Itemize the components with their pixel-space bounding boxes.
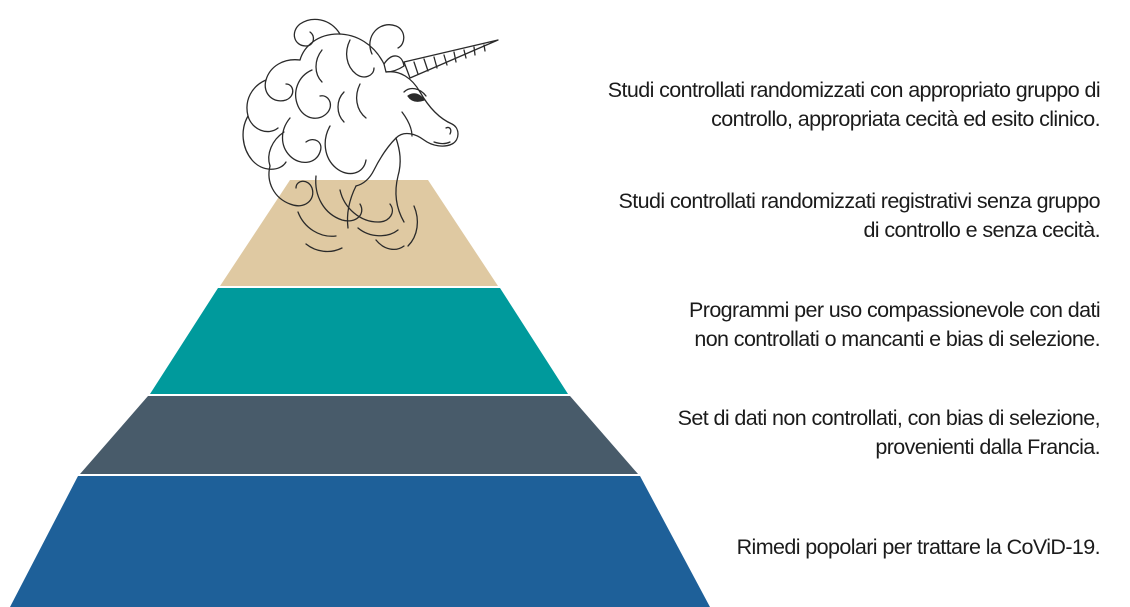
pyramid-tier-5 [10, 476, 710, 607]
pyramid-tier-2 [220, 180, 498, 286]
pyramid-tier-4 [80, 396, 638, 474]
level-1-label: Studi controllati randomizzati con appro… [607, 78, 1101, 131]
level-4-label: Set di dati non controllati, con bias di… [677, 406, 1101, 459]
level-2-label: Studi controllati randomizzati registrat… [618, 189, 1101, 242]
unicorn-head-icon [242, 18, 499, 253]
level-3-label: Programmi per uso compassionevole con da… [689, 298, 1101, 351]
level-5-label: Rimedi popolari per trattare la CoViD-19… [736, 535, 1101, 559]
pyramid-tier-3 [150, 288, 568, 394]
